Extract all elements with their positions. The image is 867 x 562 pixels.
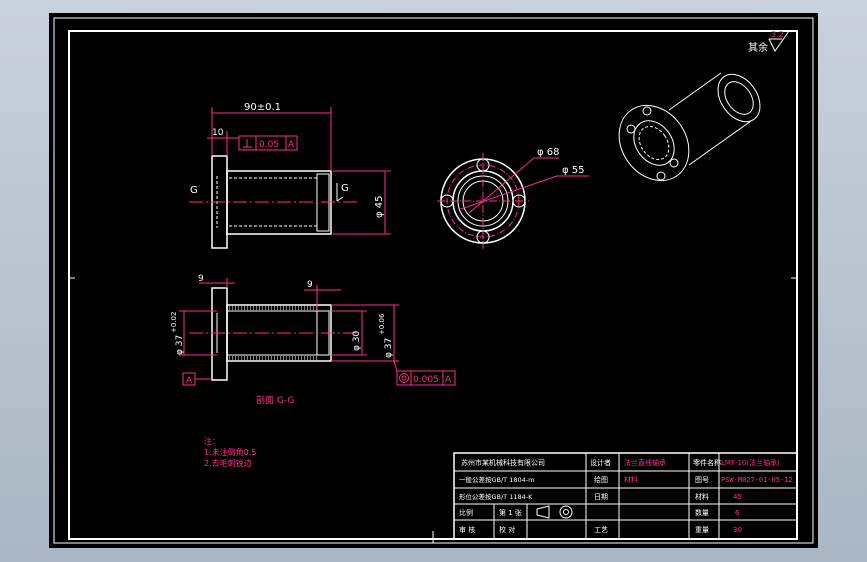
technical-notes: 注： 1.未注倒角0.5 2.去毛刺锐边 <box>204 436 256 468</box>
inner-frame <box>68 30 798 540</box>
notes-heading: 注： <box>204 436 220 446</box>
diameter-68-dim: φ 68 <box>537 147 560 158</box>
note-line-1: 1.未注倒角0.5 <box>204 447 256 457</box>
diameter-45-dim: φ 45 <box>374 196 385 219</box>
dim-9-right: 9 <box>307 280 313 290</box>
section-mark-g-right: G <box>341 183 349 194</box>
leader-55 <box>460 175 558 210</box>
drawing-code-value: PSW-M027-01-05-12 <box>721 476 793 484</box>
dia-37-left-dim: φ 37 <box>175 335 185 355</box>
roughness-value: 3.2 <box>771 30 784 39</box>
drawer-label: 绘图 <box>594 475 608 484</box>
projection-symbol <box>536 505 573 519</box>
diameter-55-dim: φ 55 <box>562 165 585 176</box>
roughness-symbol: 其余 3.2 <box>748 30 790 54</box>
quantity-value: 6 <box>735 509 740 517</box>
general-tolerance-std: 一般公差按GB/T 1804-m <box>459 475 534 484</box>
dia-30-dim: φ 30 <box>352 330 362 351</box>
section-view: 9 9 φ 37 +0.02 A φ 30 φ 37 +0.06 0.005 A <box>170 274 456 406</box>
drawing-sheet: 其余 3.2 G G 90±0.1 10 0.05 A <box>49 13 818 548</box>
top-view: G G 90±0.1 10 0.05 A φ 45 <box>189 102 391 249</box>
title-block: 苏州市某机械科技有限公司 一般公差按GB/T 1804-m 形位公差按GB/T … <box>453 452 798 540</box>
weight-value: 30 <box>733 526 742 534</box>
note-line-2: 2.去毛刺锐边 <box>204 458 252 468</box>
date-label: 日期 <box>594 493 608 501</box>
concentricity-value: 0.005 <box>413 375 439 385</box>
perpendicularity-frame <box>238 135 298 151</box>
perpendicularity-datum: A <box>288 140 295 150</box>
craft-label: 工艺 <box>594 526 608 534</box>
material-value: 45 <box>733 493 742 501</box>
designer-label: 设计者 <box>590 458 611 467</box>
cad-drawing: 其余 3.2 G G 90±0.1 10 0.05 A <box>53 17 814 544</box>
section-title: 剖面 G-G <box>256 394 294 406</box>
concentricity-datum: A <box>445 375 452 385</box>
weight-label: 重量 <box>695 526 709 534</box>
flange-dim: 10 <box>212 128 224 138</box>
concentricity-frame <box>396 370 456 386</box>
drawing-code-label: 图号 <box>695 476 709 484</box>
part-name-label: 零件名称 <box>693 458 721 467</box>
perpendicularity-value: 0.05 <box>259 140 279 150</box>
tol-right: +0.06 <box>378 313 386 335</box>
geometric-tolerance-std: 形位公差按GB/T 1184-K <box>459 492 533 501</box>
tol-left: +0.02 <box>170 312 178 333</box>
isometric-view <box>618 72 761 182</box>
dia-37-right-dim: φ 37 <box>384 338 394 358</box>
roughness-prefix: 其余 <box>748 41 768 54</box>
dim-9-left: 9 <box>198 274 204 284</box>
length-dim: 90±0.1 <box>244 102 281 113</box>
datum-a-label: A <box>186 376 193 386</box>
leader-68 <box>468 157 535 214</box>
front-view: φ 68 φ 55 <box>437 147 589 249</box>
quantity-label: 数量 <box>695 508 709 517</box>
checker-label: 校 对 <box>499 525 515 534</box>
part-name-value: LMF-10(法兰轴承) <box>721 458 780 467</box>
sheet-number: 第 1 张 <box>499 508 522 517</box>
reviewer-label: 审 核 <box>459 525 475 534</box>
designer-value: 法兰直线轴承 <box>624 458 666 467</box>
scale-label: 比例 <box>459 508 473 517</box>
material-label: 材料 <box>695 492 709 501</box>
section-mark-g-left: G <box>190 185 198 196</box>
drawer-value: 材料 <box>624 475 638 484</box>
company-name: 苏州市某机械科技有限公司 <box>461 458 545 467</box>
